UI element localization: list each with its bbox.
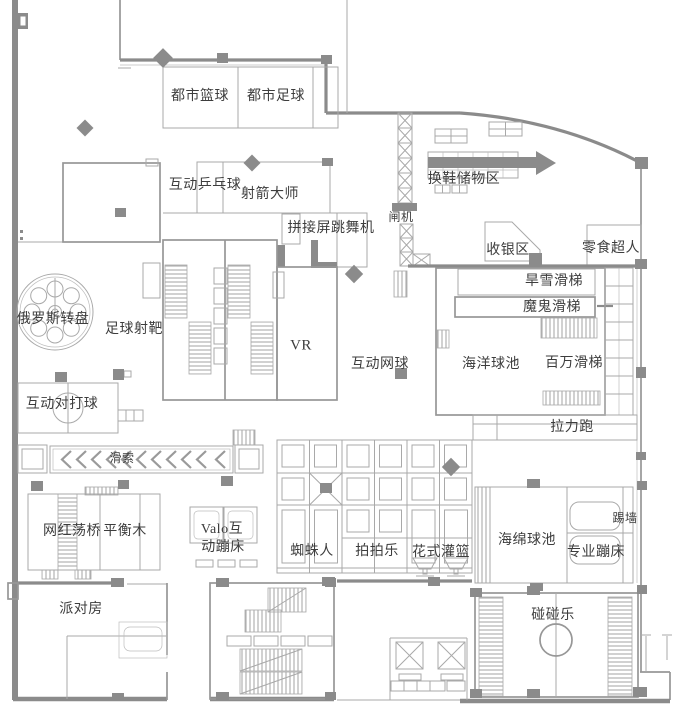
stair-core-upper bbox=[162, 239, 278, 401]
area-label-bumper-fun: 碰碰乐 bbox=[531, 607, 575, 623]
vr-room bbox=[272, 266, 338, 401]
area-label-dance-machine: 拼接屏跳舞机 bbox=[287, 220, 375, 236]
area-label-archery-master: 射箭大师 bbox=[241, 186, 299, 202]
sparring-room bbox=[17, 370, 144, 434]
curved-entrance-wall bbox=[459, 111, 642, 165]
area-label-zipline: 滑索 bbox=[109, 451, 135, 466]
column-nodes bbox=[31, 53, 648, 701]
area-label-dry-snow-slide: 旱雪滑梯 bbox=[525, 273, 583, 289]
area-label-devil-slide: 魔鬼滑梯 bbox=[523, 299, 581, 315]
area-label-spider-man: 蜘蛛人 bbox=[290, 543, 334, 559]
elevator-core bbox=[389, 637, 468, 700]
area-label-swing-bridge: 网红荡桥 bbox=[43, 523, 101, 539]
rally-run-lanes bbox=[472, 414, 638, 441]
zipline-band bbox=[17, 429, 264, 474]
gate-tower bbox=[392, 112, 431, 267]
dunk-hoop bbox=[412, 557, 438, 570]
ocean-pool bbox=[393, 267, 634, 416]
area-label-ocean-ball-pool: 海洋球池 bbox=[462, 356, 520, 372]
area-label-valo-line1: Valo互 bbox=[200, 521, 244, 537]
area-label-urban-basketball: 都市篮球 bbox=[171, 88, 229, 104]
area-label-russian-turntable: 俄罗斯转盘 bbox=[16, 311, 90, 327]
area-label-valo-line2: 动蹦床 bbox=[201, 539, 245, 555]
area-label-urban-football: 都市足球 bbox=[247, 88, 305, 104]
area-label-pro-trampoline: 专业蹦床 bbox=[567, 544, 625, 560]
party-room-walls bbox=[7, 581, 168, 700]
sponge-block bbox=[474, 486, 634, 584]
top-left-room bbox=[62, 158, 161, 243]
swing-bridge-platform bbox=[27, 486, 161, 580]
area-label-cashier: 收银区 bbox=[486, 242, 530, 258]
entry-arrow-head bbox=[536, 151, 556, 175]
area-label-interactive-tennis: 互动网球 bbox=[351, 356, 409, 372]
area-label-fancy-dunk: 花式灌篮 bbox=[412, 544, 470, 560]
area-label-vr: VR bbox=[290, 337, 312, 354]
outer-walls bbox=[12, 0, 672, 704]
area-label-interactive-pingpong: 互动乒乓球 bbox=[168, 177, 242, 193]
area-label-football-target: 足球射靶 bbox=[105, 321, 163, 337]
area-label-rally-run: 拉力跑 bbox=[550, 419, 594, 435]
area-label-million-slide: 百万滑梯 bbox=[545, 355, 603, 371]
area-label-interactive-sparring: 互动对打球 bbox=[25, 396, 99, 412]
spider-grid bbox=[276, 439, 473, 583]
main-staircase bbox=[209, 582, 335, 700]
football-target-box bbox=[142, 262, 161, 299]
area-label-balance-beam: 平衡木 bbox=[103, 523, 147, 539]
dunk-hoop bbox=[443, 557, 469, 570]
area-label-gate: 闸机 bbox=[388, 210, 414, 225]
area-label-pat-pat-fun: 拍拍乐 bbox=[355, 543, 399, 559]
diamond-markers bbox=[76, 48, 461, 477]
urban-courts bbox=[162, 66, 339, 129]
area-label-party-room: 派对房 bbox=[59, 601, 103, 617]
area-label-snack-superman: 零食超人 bbox=[582, 240, 640, 256]
area-label-sponge-ball-pool: 海绵球池 bbox=[498, 532, 556, 548]
russian-turntable-shape bbox=[16, 273, 94, 351]
shoe-storage-area bbox=[427, 121, 556, 194]
bumper-court bbox=[474, 592, 639, 698]
area-label-shoe-storage: 换鞋储物区 bbox=[427, 171, 501, 187]
pingpong-archery-dance bbox=[163, 161, 368, 268]
area-label-kick-wall: 踢墙 bbox=[612, 511, 638, 526]
entry-arrow bbox=[428, 157, 536, 168]
valo-trampolines bbox=[189, 506, 258, 568]
